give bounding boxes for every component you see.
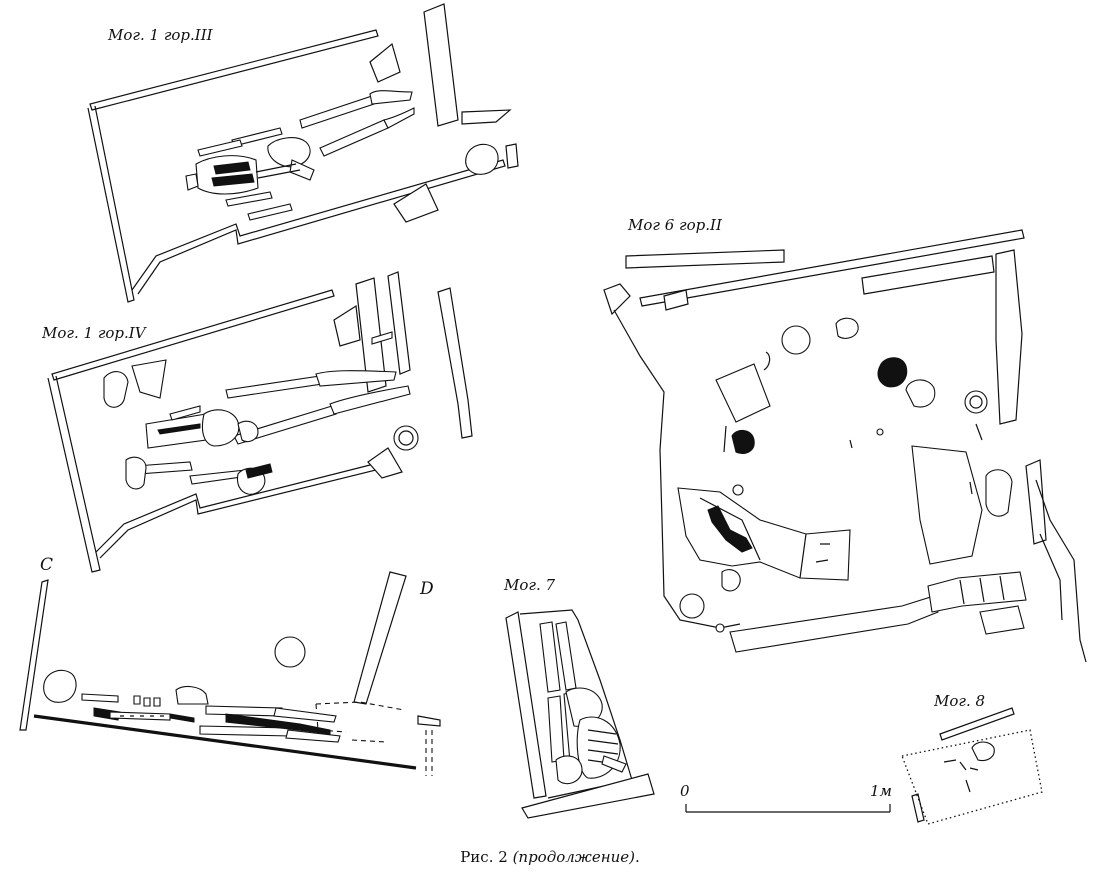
grave1-hor4-wall-slab-2 bbox=[387, 271, 411, 375]
grave7-bottom-slab bbox=[521, 773, 655, 819]
scale-label-one-meter: 1м bbox=[870, 782, 892, 800]
grave1-hor4-wall-slab-1 bbox=[355, 277, 387, 393]
caption-prefix: Рис. 2 bbox=[460, 848, 513, 866]
section-right-slab bbox=[353, 571, 407, 705]
grave1-hor4-wall-slab-3 bbox=[437, 287, 473, 439]
grave1-hor4-stone-1 bbox=[103, 371, 129, 408]
figure-caption: Рис. 2 (продолжение). bbox=[0, 848, 1100, 866]
grave6-top-slab-3 bbox=[861, 255, 995, 295]
section-skeleton bbox=[81, 685, 341, 743]
grave6-horizon2-plan: Мог 6 гор.II bbox=[603, 216, 1087, 663]
grave6-vessel-6 bbox=[731, 430, 755, 454]
grave6-vessel-4 bbox=[905, 379, 936, 408]
grave7-left-slab bbox=[505, 611, 547, 799]
grave6-skull-fragments bbox=[985, 469, 1013, 517]
grave8-top-slab bbox=[939, 707, 1015, 741]
caption-note: (продолжение) bbox=[512, 848, 635, 866]
grave6-small-object-2 bbox=[876, 428, 884, 436]
grave6-top-slab-4 bbox=[663, 289, 689, 311]
grave6-slab-a bbox=[715, 363, 771, 423]
grave1-hor3-wall-slab-2 bbox=[423, 3, 459, 127]
grave6-vessel-3 bbox=[877, 357, 908, 388]
grave6-vessel-2 bbox=[835, 317, 859, 339]
grave1-horizon3-plan: Мог. 1 гор.III bbox=[87, 3, 519, 303]
section-floor-line bbox=[33, 714, 417, 770]
section-c-label: C bbox=[40, 555, 53, 575]
grave1-hor3-wall-slab-3 bbox=[461, 109, 512, 125]
section-round-stone bbox=[274, 636, 306, 668]
grave1-hor3-wall-slab-4 bbox=[393, 183, 439, 223]
scale-bar: 0 1м bbox=[680, 782, 892, 813]
grave1-hor4-small-bone bbox=[371, 331, 393, 345]
grave7-skeleton bbox=[539, 621, 627, 785]
grave8-pit-outline bbox=[901, 729, 1043, 825]
grave6-slab-b bbox=[911, 445, 983, 565]
scale-line bbox=[685, 804, 891, 813]
section-c-d: C D bbox=[19, 555, 441, 776]
grave1-hor4-skeleton bbox=[125, 370, 411, 495]
grave7-plan: Мог. 7 bbox=[503, 576, 655, 819]
grave6-pit-outline bbox=[613, 309, 741, 629]
grave8-skull bbox=[971, 741, 995, 762]
grave1-hor3-wall-slab-1 bbox=[369, 42, 401, 83]
grave6-right-slab-2 bbox=[1025, 459, 1047, 545]
grave1-hor3-pit-bottom bbox=[131, 159, 506, 295]
grave1-hor4-ring bbox=[393, 425, 419, 451]
grave6-vessel-5 bbox=[964, 390, 988, 414]
grave6-bottom-slab-3 bbox=[979, 605, 1025, 635]
grave8-label: Мог. 8 bbox=[933, 692, 985, 710]
section-end-slab bbox=[417, 715, 441, 727]
section-left-post bbox=[19, 579, 49, 731]
grave6-small-object-1 bbox=[732, 484, 744, 496]
grave6-right-slab bbox=[995, 249, 1023, 425]
grave1-hor4-label: Мог. 1 гор.IV bbox=[41, 324, 148, 342]
grave1-hor3-pit-left bbox=[87, 105, 135, 303]
grave8-left-slab bbox=[911, 793, 925, 823]
grave8-plan: Мог. 8 bbox=[901, 692, 1043, 825]
grave1-hor3-skull bbox=[465, 143, 499, 175]
grave1-hor4-wall-slab-5 bbox=[367, 447, 403, 479]
grave6-vessel-1 bbox=[781, 325, 811, 355]
grave6-bottom-slab bbox=[729, 595, 939, 653]
grave6-small-object-3 bbox=[715, 623, 725, 633]
grave7-label: Мог. 7 bbox=[503, 576, 556, 594]
grave1-hor4-stone-2 bbox=[131, 359, 167, 399]
scale-label-zero: 0 bbox=[680, 782, 690, 800]
section-dashed-pit bbox=[315, 701, 405, 743]
grave1-hor4-pit-top bbox=[51, 289, 335, 381]
grave1-hor4-wall-slab-4 bbox=[333, 304, 361, 347]
grave6-slab-c bbox=[677, 487, 851, 581]
grave6-bottom-slab-2 bbox=[927, 571, 1027, 613]
grave6-hor2-label: Мог 6 гор.II bbox=[627, 216, 723, 234]
grave6-corner-slab bbox=[603, 283, 631, 316]
grave6-vessel-7 bbox=[679, 593, 705, 619]
grave1-hor4-pit-left bbox=[47, 375, 101, 573]
grave6-top-slab-1 bbox=[625, 249, 785, 269]
grave1-hor3-skeleton bbox=[185, 90, 415, 221]
grave6-top-slab-2 bbox=[639, 229, 1025, 307]
grave1-horizon4-plan: Мог. 1 гор.IV bbox=[41, 271, 473, 573]
caption-suffix: . bbox=[635, 848, 640, 866]
section-skull bbox=[43, 669, 77, 703]
grave6-bead-row bbox=[707, 505, 753, 553]
grave1-hor3-wall-slab-5 bbox=[505, 143, 519, 169]
grave1-hor3-label: Мог. 1 гор.III bbox=[107, 26, 214, 44]
section-d-label: D bbox=[419, 579, 434, 599]
grave1-hor3-pit-top bbox=[89, 29, 379, 111]
